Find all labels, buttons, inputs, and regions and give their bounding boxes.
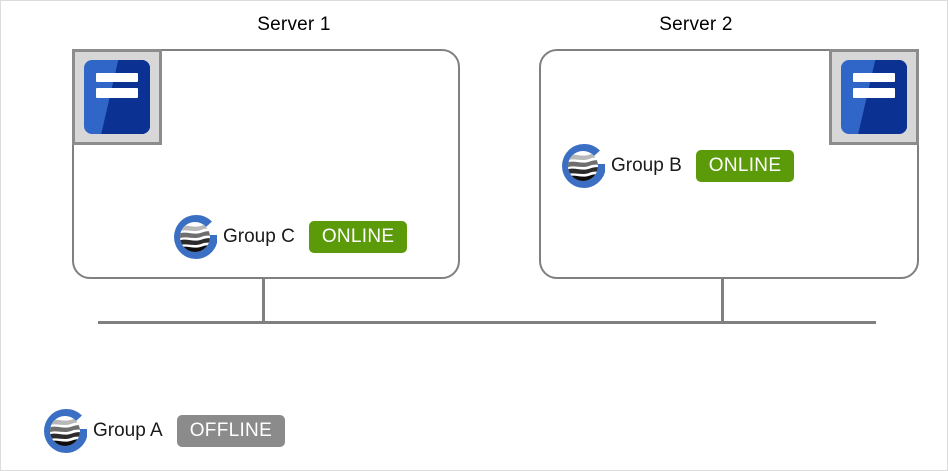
connector-server-1 <box>262 279 265 323</box>
chassis-slot-bar-1 <box>852 72 896 83</box>
status-badge-server-1: ONLINE <box>308 220 408 254</box>
server-2-machine-icon <box>829 49 919 145</box>
server-1-machine-icon <box>72 49 162 145</box>
group-label-server-2: Group B <box>611 155 682 176</box>
chassis-slot-bar-2 <box>95 88 139 98</box>
chassis-slot-bar-2 <box>852 88 896 98</box>
group-globe-logo-icon <box>44 408 87 453</box>
server-2-title: Server 2 <box>659 14 733 35</box>
network-bus-line <box>98 321 876 324</box>
server-1-title: Server 1 <box>257 14 331 35</box>
connector-server-2 <box>721 279 724 323</box>
group-label-unassigned: Group A <box>93 420 163 441</box>
group-globe-logo-icon <box>562 143 605 188</box>
server-chassis <box>841 60 907 134</box>
group-label-server-1: Group C <box>223 226 295 247</box>
group-row-unassigned[interactable]: Group A OFFLINE <box>41 406 286 456</box>
server-chassis <box>84 60 150 134</box>
status-badge-unassigned: OFFLINE <box>176 414 286 448</box>
chassis-slot-bar-1 <box>95 72 139 83</box>
status-badge-server-2: ONLINE <box>695 149 795 183</box>
group-row-server-1[interactable]: Group C ONLINE <box>171 212 408 262</box>
group-row-server-2[interactable]: Group B ONLINE <box>559 141 795 191</box>
group-globe-logo-icon <box>174 214 217 259</box>
